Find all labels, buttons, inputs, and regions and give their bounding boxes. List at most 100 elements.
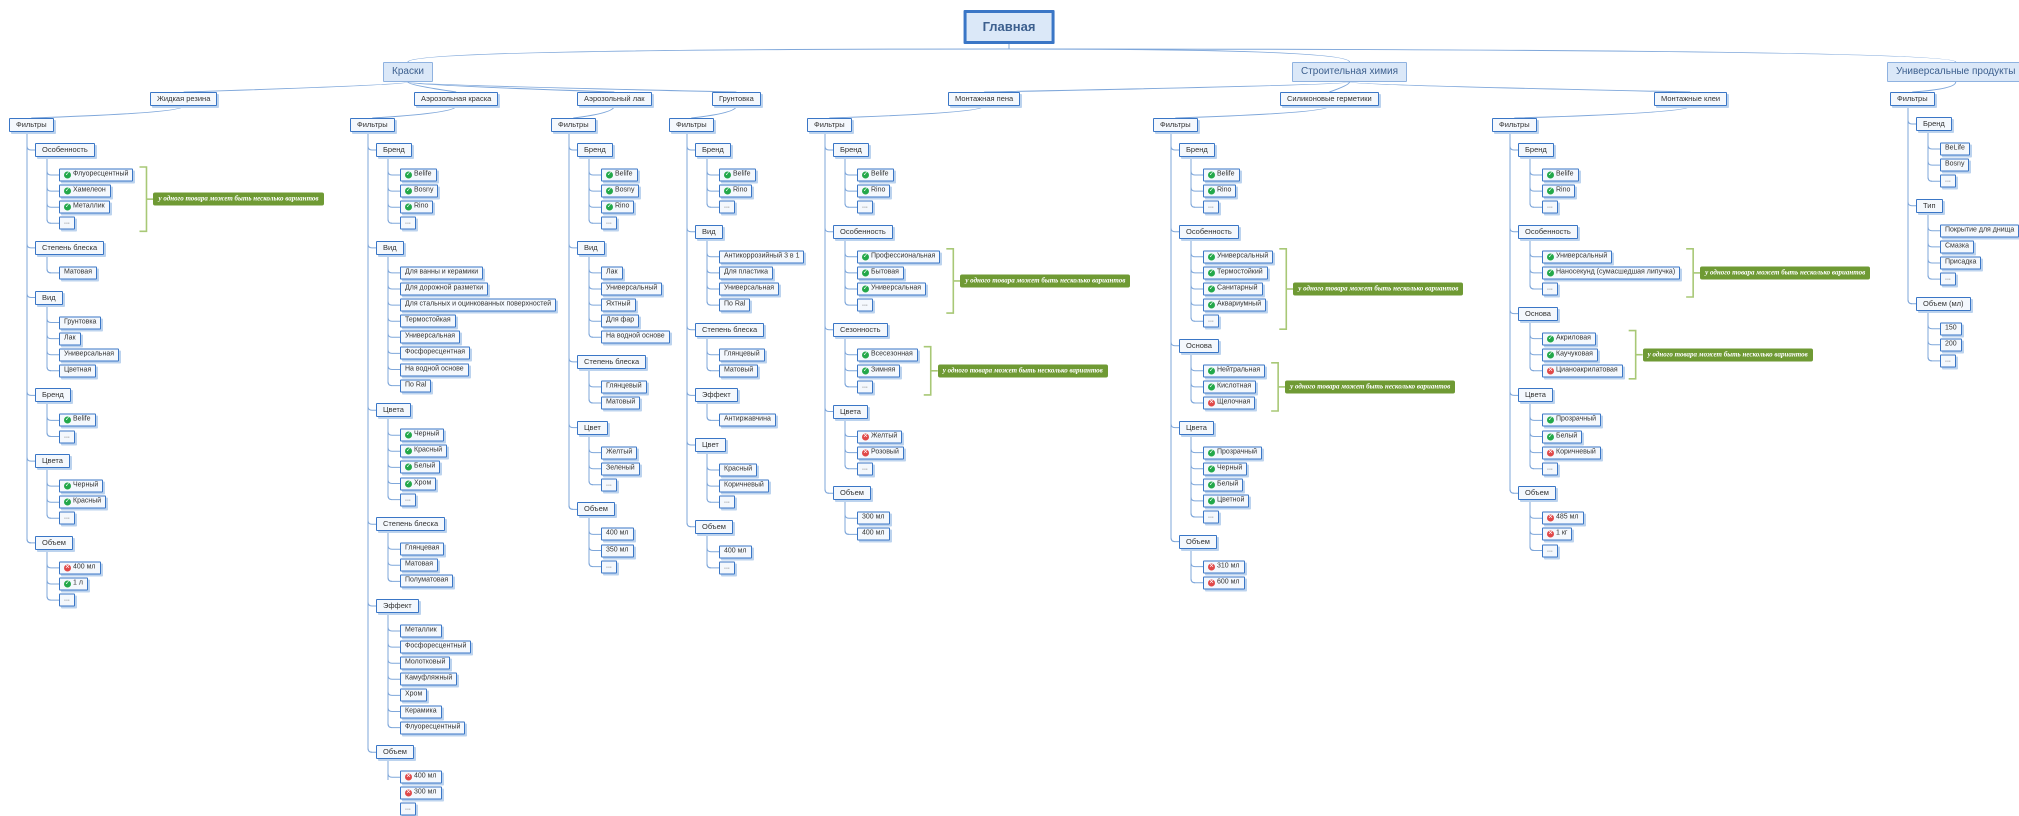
filter-value-санитарный[interactable]: ✓Санитарный xyxy=(1203,282,1263,296)
product-аэрозольная-краска[interactable]: Аэрозольная краска xyxy=(414,92,499,106)
filter-value-600-мл[interactable]: ✕600 мл xyxy=(1203,576,1245,590)
filter-group-бренд[interactable]: Бренд xyxy=(35,388,71,403)
more-items-node[interactable]: ... xyxy=(719,495,735,509)
filter-value-керамика[interactable]: Керамика xyxy=(400,705,442,718)
filter-value-bosny[interactable]: ✓Bosny xyxy=(400,184,439,198)
filter-group-степень-блеска[interactable]: Степень блеска xyxy=(35,240,105,255)
filter-group-объем-мл[interactable]: Объем (мл) xyxy=(1916,296,1971,311)
more-items-node[interactable]: ... xyxy=(601,216,617,230)
filter-value-желтый[interactable]: Желтый xyxy=(601,446,638,460)
filter-value-акриловая[interactable]: ✓Акриловая xyxy=(1542,332,1596,346)
filter-group-цвета[interactable]: Цвета xyxy=(376,403,411,418)
filter-value-bosny[interactable]: Bosny xyxy=(1940,158,1970,172)
category-универсальные-продукты[interactable]: Универсальные продукты xyxy=(1887,62,2019,82)
more-items-node[interactable]: ... xyxy=(59,593,75,607)
filter-group-эффект[interactable]: Эффект xyxy=(376,599,419,613)
filter-value-фосфоресцентный[interactable]: Фосфоресцентный xyxy=(400,640,472,654)
filter-group-бренд[interactable]: Бренд xyxy=(1179,143,1215,157)
more-items-node[interactable]: ... xyxy=(400,216,416,230)
filter-value-для-дорожной-разметки[interactable]: Для дорожной разметки xyxy=(400,282,489,296)
filter-value-150[interactable]: 150 xyxy=(1940,322,1962,336)
filter-value-1-л[interactable]: ✓1 л xyxy=(59,577,88,591)
filter-group-бренд[interactable]: Бренд xyxy=(577,143,613,157)
filters-node[interactable]: Фильтры xyxy=(1153,118,1198,132)
filter-group-степень-блеска[interactable]: Степень блеска xyxy=(695,322,765,337)
filter-value-черный[interactable]: ✓Черный xyxy=(59,479,104,493)
filter-value-присадка[interactable]: Присадка xyxy=(1940,256,1982,270)
product-монтажные-клеи[interactable]: Монтажные клеи xyxy=(1654,92,1728,106)
filter-group-особенность[interactable]: Особенность xyxy=(1179,224,1239,239)
filters-node[interactable]: Фильтры xyxy=(551,118,596,132)
filter-value-каучуковая[interactable]: ✓Каучуковая xyxy=(1542,348,1598,362)
filter-value-универсальный[interactable]: Универсальный xyxy=(601,282,663,296)
filter-group-бренд[interactable]: Бренд xyxy=(833,143,869,157)
filter-value-наносекунд-сумасшедшая-липучка[interactable]: ✓Наносекунд (сумасшедшая липучка) xyxy=(1542,266,1681,280)
filter-value-белый[interactable]: ✓Белый xyxy=(400,460,441,474)
filter-value-металлик[interactable]: ✓Металлик xyxy=(59,200,110,214)
filter-value-металлик[interactable]: Металлик xyxy=(400,624,442,638)
more-items-node[interactable]: ... xyxy=(857,462,873,476)
filter-value-rino[interactable]: ✓Rino xyxy=(400,200,434,214)
filter-value-грунтовка[interactable]: Грунтовка xyxy=(59,316,102,329)
filter-value-по-ral[interactable]: По Ral xyxy=(719,298,751,312)
filter-group-цвета[interactable]: Цвета xyxy=(1179,420,1214,435)
filter-group-эффект[interactable]: Эффект xyxy=(695,388,738,403)
filter-value-аквариумный[interactable]: ✓Аквариумный xyxy=(1203,298,1267,312)
filter-value-310-мл[interactable]: ✕310 мл xyxy=(1203,560,1245,574)
filter-value-bosny[interactable]: ✓Bosny xyxy=(601,184,640,198)
filter-value-belife[interactable]: ✓Belife xyxy=(1203,168,1240,182)
filter-value-коричневый[interactable]: Коричневый xyxy=(719,479,769,493)
filter-value-розовый[interactable]: ✕Розовый xyxy=(857,446,904,460)
filter-group-объем[interactable]: Объем xyxy=(695,519,733,534)
filter-group-объем[interactable]: Объем xyxy=(833,486,871,501)
filter-value-по-ral[interactable]: По Ral xyxy=(400,379,432,393)
filter-value-универсальный[interactable]: ✓Универсальный xyxy=(1203,250,1274,264)
more-items-node[interactable]: ... xyxy=(59,216,75,230)
filter-value-матовая[interactable]: Матовая xyxy=(59,266,97,280)
filters-node[interactable]: Фильтры xyxy=(350,118,395,132)
filter-value-матовый[interactable]: Матовый xyxy=(601,396,641,410)
filter-group-особенность[interactable]: Особенность xyxy=(35,143,95,157)
filter-value-зимняя[interactable]: ✓Зимняя xyxy=(857,364,901,378)
more-items-node[interactable]: ... xyxy=(400,802,416,816)
root-node[interactable]: Главная xyxy=(963,10,1055,44)
filter-value-антиржавчина[interactable]: Антиржавчина xyxy=(719,413,776,427)
filter-value-антикоррозийный-3-в-1[interactable]: Антикоррозийный 3 в 1 xyxy=(719,250,805,264)
filter-value-смазка[interactable]: Смазка xyxy=(1940,240,1975,254)
filters-node[interactable]: Фильтры xyxy=(669,118,714,132)
more-items-node[interactable]: ... xyxy=(59,430,75,443)
filter-value-матовая[interactable]: Матовая xyxy=(400,558,438,572)
filter-value-belife[interactable]: ✓Belife xyxy=(400,168,437,182)
filter-value-прозрачный[interactable]: ✓Прозрачный xyxy=(1203,446,1263,460)
filter-group-основа[interactable]: Основа xyxy=(1179,338,1219,353)
filter-value-камуфляжный[interactable]: Камуфляжный xyxy=(400,672,458,686)
filter-value-кислотная[interactable]: ✓Кислотная xyxy=(1203,380,1257,394)
filters-node[interactable]: Фильтры xyxy=(1492,118,1537,132)
filter-value-цианоакрилатовая[interactable]: ✕Цианоакрилатовая xyxy=(1542,364,1623,378)
filter-value-хамелеон[interactable]: ✓Хамелеон xyxy=(59,184,111,198)
filter-value-400-мл[interactable]: 400 мл xyxy=(719,545,752,559)
filter-value-глянцевый[interactable]: Глянцевый xyxy=(719,348,765,362)
filter-value-термостойкий[interactable]: ✓Термостойкий xyxy=(1203,266,1268,280)
filter-value-прозрачный[interactable]: ✓Прозрачный xyxy=(1542,413,1602,427)
category-строительная-химия[interactable]: Строительная химия xyxy=(1292,62,1407,82)
filter-value-belife[interactable]: ✓Belife xyxy=(857,168,894,182)
filter-value-нейтральная[interactable]: ✓Нейтральная xyxy=(1203,364,1266,378)
filter-value-флуоресцентный[interactable]: ✓Флуоресцентный xyxy=(59,168,134,182)
filter-value-хром[interactable]: ✓Хром xyxy=(400,477,437,490)
filter-value-для-ванны-и-керамики[interactable]: Для ванны и керамики xyxy=(400,266,484,280)
filter-value-флуоресцентный[interactable]: Флуоресцентный xyxy=(400,721,466,735)
filter-value-зеленый[interactable]: Зеленый xyxy=(601,462,640,476)
filter-value-rino[interactable]: ✓Rino xyxy=(1203,184,1237,198)
filter-value-полуматовая[interactable]: Полуматовая xyxy=(400,574,454,588)
more-items-node[interactable]: ... xyxy=(1940,272,1956,286)
more-items-node[interactable]: ... xyxy=(601,560,617,574)
more-items-node[interactable]: ... xyxy=(857,298,873,312)
filter-value-фосфоресцентная[interactable]: Фосфоресцентная xyxy=(400,346,471,360)
filter-value-белый[interactable]: ✓Белый xyxy=(1203,478,1244,492)
filter-value-черный[interactable]: ✓Черный xyxy=(1203,462,1248,476)
filter-value-универсальная[interactable]: Универсальная xyxy=(400,330,461,344)
more-items-node[interactable]: ... xyxy=(1203,200,1219,214)
filter-group-цвета[interactable]: Цвета xyxy=(35,454,70,469)
filter-value-всесезонная[interactable]: ✓Всесезонная xyxy=(857,348,918,362)
